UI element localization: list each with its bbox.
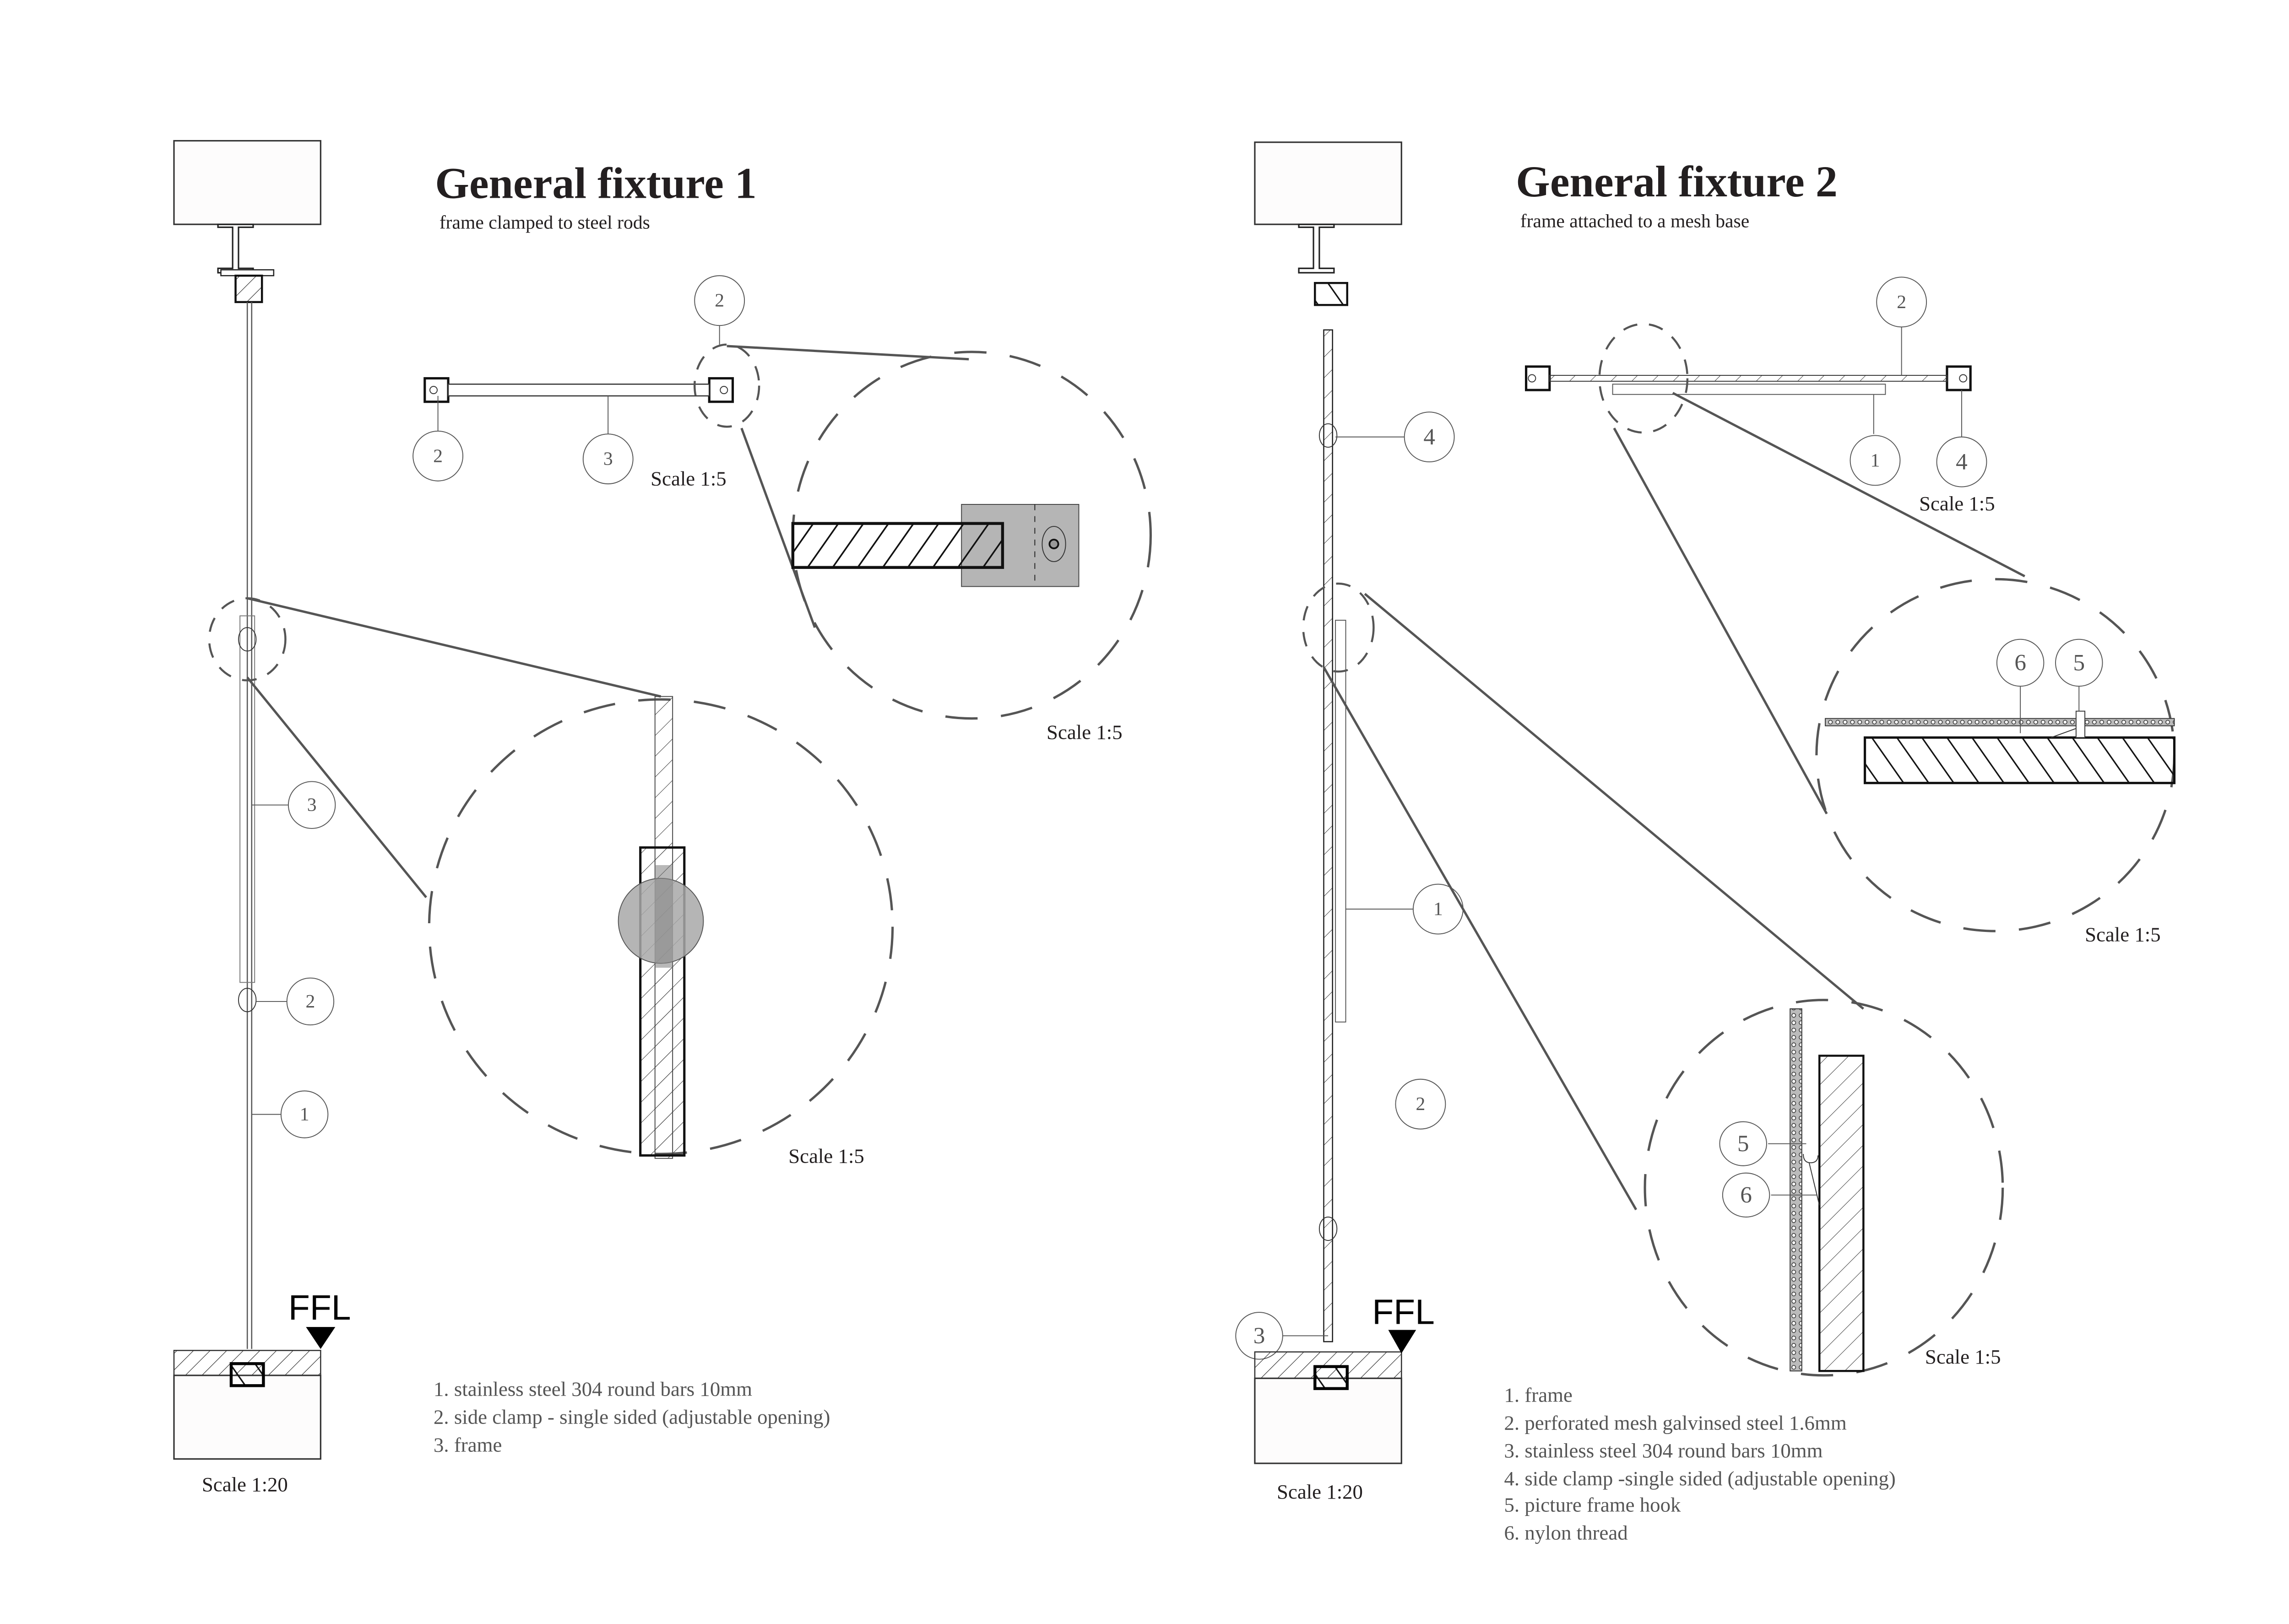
ffl-marker-icon (306, 1327, 336, 1349)
legend-item: 6. nylon thread (1504, 1521, 1628, 1544)
tag-elev-2: 2 (306, 991, 315, 1012)
frame-elevation (239, 615, 255, 983)
ffl-label: FFL (288, 1288, 351, 1327)
tag-elev-4: 4 (1423, 424, 1435, 450)
fixture-1-legend: 1. stainless steel 304 round bars 10mm 2… (434, 1378, 830, 1456)
legend-item: 5. picture frame hook (1504, 1494, 1681, 1516)
ffl-marker-icon (1388, 1330, 1416, 1353)
mesh-section (1825, 718, 2175, 726)
plan-scale: Scale 1:5 (1919, 492, 1995, 515)
fixture-1-plan-detail: Scale 1:5 (727, 345, 1152, 744)
fixture-1-title: General fixture 1 (435, 158, 757, 207)
tag-plan-mid: 3 (603, 449, 613, 470)
tag-elev-3: 3 (307, 795, 317, 816)
i-beam-hanger (1298, 223, 1335, 274)
tag-plan-top: 2 (715, 290, 724, 311)
tag-elev-2: 2 (1416, 1093, 1426, 1115)
tag-plan-1: 1 (1871, 450, 1880, 471)
floor-slab (1254, 1377, 1402, 1464)
plan-clamp-left (1525, 365, 1551, 391)
mesh-vertical (1790, 1008, 1802, 1372)
elevation-scale: Scale 1:20 (202, 1473, 288, 1496)
fixture-2-subtitle: frame attached to a mesh base (1520, 211, 1749, 232)
fixture-1-elevation: 3 2 1 FFL Scale 1:20 (173, 140, 351, 1496)
clamp-upper (238, 627, 257, 652)
tag-elev-1: 1 (1433, 899, 1443, 920)
legend-item: 4. side clamp -single sided (adjustable … (1504, 1467, 1896, 1490)
floor-clamp (229, 1362, 265, 1387)
enlarged-elevation-circle (1644, 999, 2004, 1377)
plan-scale: Scale 1:5 (651, 467, 727, 490)
legend-item: 3. stainless steel 304 round bars 10mm (1504, 1439, 1823, 1462)
frame-elevation (1335, 620, 1346, 1023)
tag-plan-left: 2 (433, 445, 443, 466)
plan-frame (1612, 384, 1886, 395)
plan-detail-scale: Scale 1:5 (1047, 721, 1123, 744)
frame-section (791, 522, 1004, 569)
plan-mesh (1549, 375, 1947, 382)
tag-plan-4: 4 (1956, 449, 1968, 475)
tag-detail-6: 6 (2014, 650, 2026, 676)
picture-hook-icon (1803, 1154, 1819, 1164)
tag-plan-top: 2 (1897, 292, 1906, 313)
fixture-2: General fixture 2 frame attached to a me… (1235, 141, 2176, 1544)
frame-section (1864, 736, 2176, 785)
ceiling-slab (173, 140, 321, 225)
fixture-2-elevation: 4 1 2 3 FFL Scale 1:20 (1235, 141, 1464, 1503)
tag-bubble (287, 781, 336, 829)
legend-item: 1. stainless steel 304 round bars 10mm (434, 1378, 752, 1401)
i-beam-hanger (217, 223, 254, 274)
top-clamp (234, 275, 263, 303)
elevation-detail-scale: Scale 1:5 (788, 1144, 864, 1167)
elevation-detail-scale: Scale 1:5 (1925, 1345, 2001, 1368)
top-clamp (1314, 282, 1349, 306)
floor-clamp (1313, 1365, 1349, 1390)
fixture-1: General fixture 1 frame clamped to steel… (173, 140, 1152, 1496)
plan-clamp-right (708, 377, 734, 403)
fixture-2-title: General fixture 2 (1516, 157, 1838, 206)
frame-vertical (1818, 1055, 1865, 1372)
fixture-2-plan-detail: 6 5 Scale 1:5 (1613, 392, 2176, 946)
mesh-rod (1323, 329, 1334, 1343)
tag-elev-3: 3 (1253, 1323, 1265, 1349)
fixture-2-elevation-detail: 5 6 Scale 1:5 (1323, 593, 2004, 1377)
plan-clamp-left (423, 377, 450, 403)
legend-item: 2. perforated mesh galvinsed steel 1.6mm (1504, 1411, 1847, 1434)
fixture-1-plan: 2 2 3 Scale 1:5 (412, 275, 760, 490)
fixture-1-elevation-detail: Scale 1:5 (246, 597, 894, 1167)
fixture-1-subtitle: frame clamped to steel rods (439, 212, 650, 233)
legend-item: 1. frame (1504, 1383, 1573, 1406)
fixture-2-plan: 2 1 4 Scale 1:5 (1525, 276, 1995, 515)
tag-elev-1: 1 (300, 1104, 309, 1125)
tag-detail-elev-6: 6 (1740, 1182, 1752, 1208)
fixture-2-legend: 1. frame 2. perforated mesh galvinsed st… (1504, 1383, 1896, 1544)
plan-detail-scale: Scale 1:5 (2085, 923, 2161, 946)
tag-detail-elev-5: 5 (1737, 1131, 1749, 1157)
ceiling-slab (1254, 141, 1402, 225)
legend-item: 2. side clamp - single sided (adjustable… (434, 1406, 830, 1429)
clamp-lower (238, 988, 257, 1012)
legend-item: 3. frame (434, 1433, 502, 1456)
tag-detail-5: 5 (2073, 650, 2085, 676)
elevation-scale: Scale 1:20 (1277, 1480, 1363, 1503)
clamp-4 (1318, 423, 1338, 448)
floor-slab (173, 1375, 321, 1460)
ffl-label: FFL (1372, 1293, 1435, 1332)
hook (2075, 710, 2086, 738)
plan-frame (447, 384, 710, 397)
